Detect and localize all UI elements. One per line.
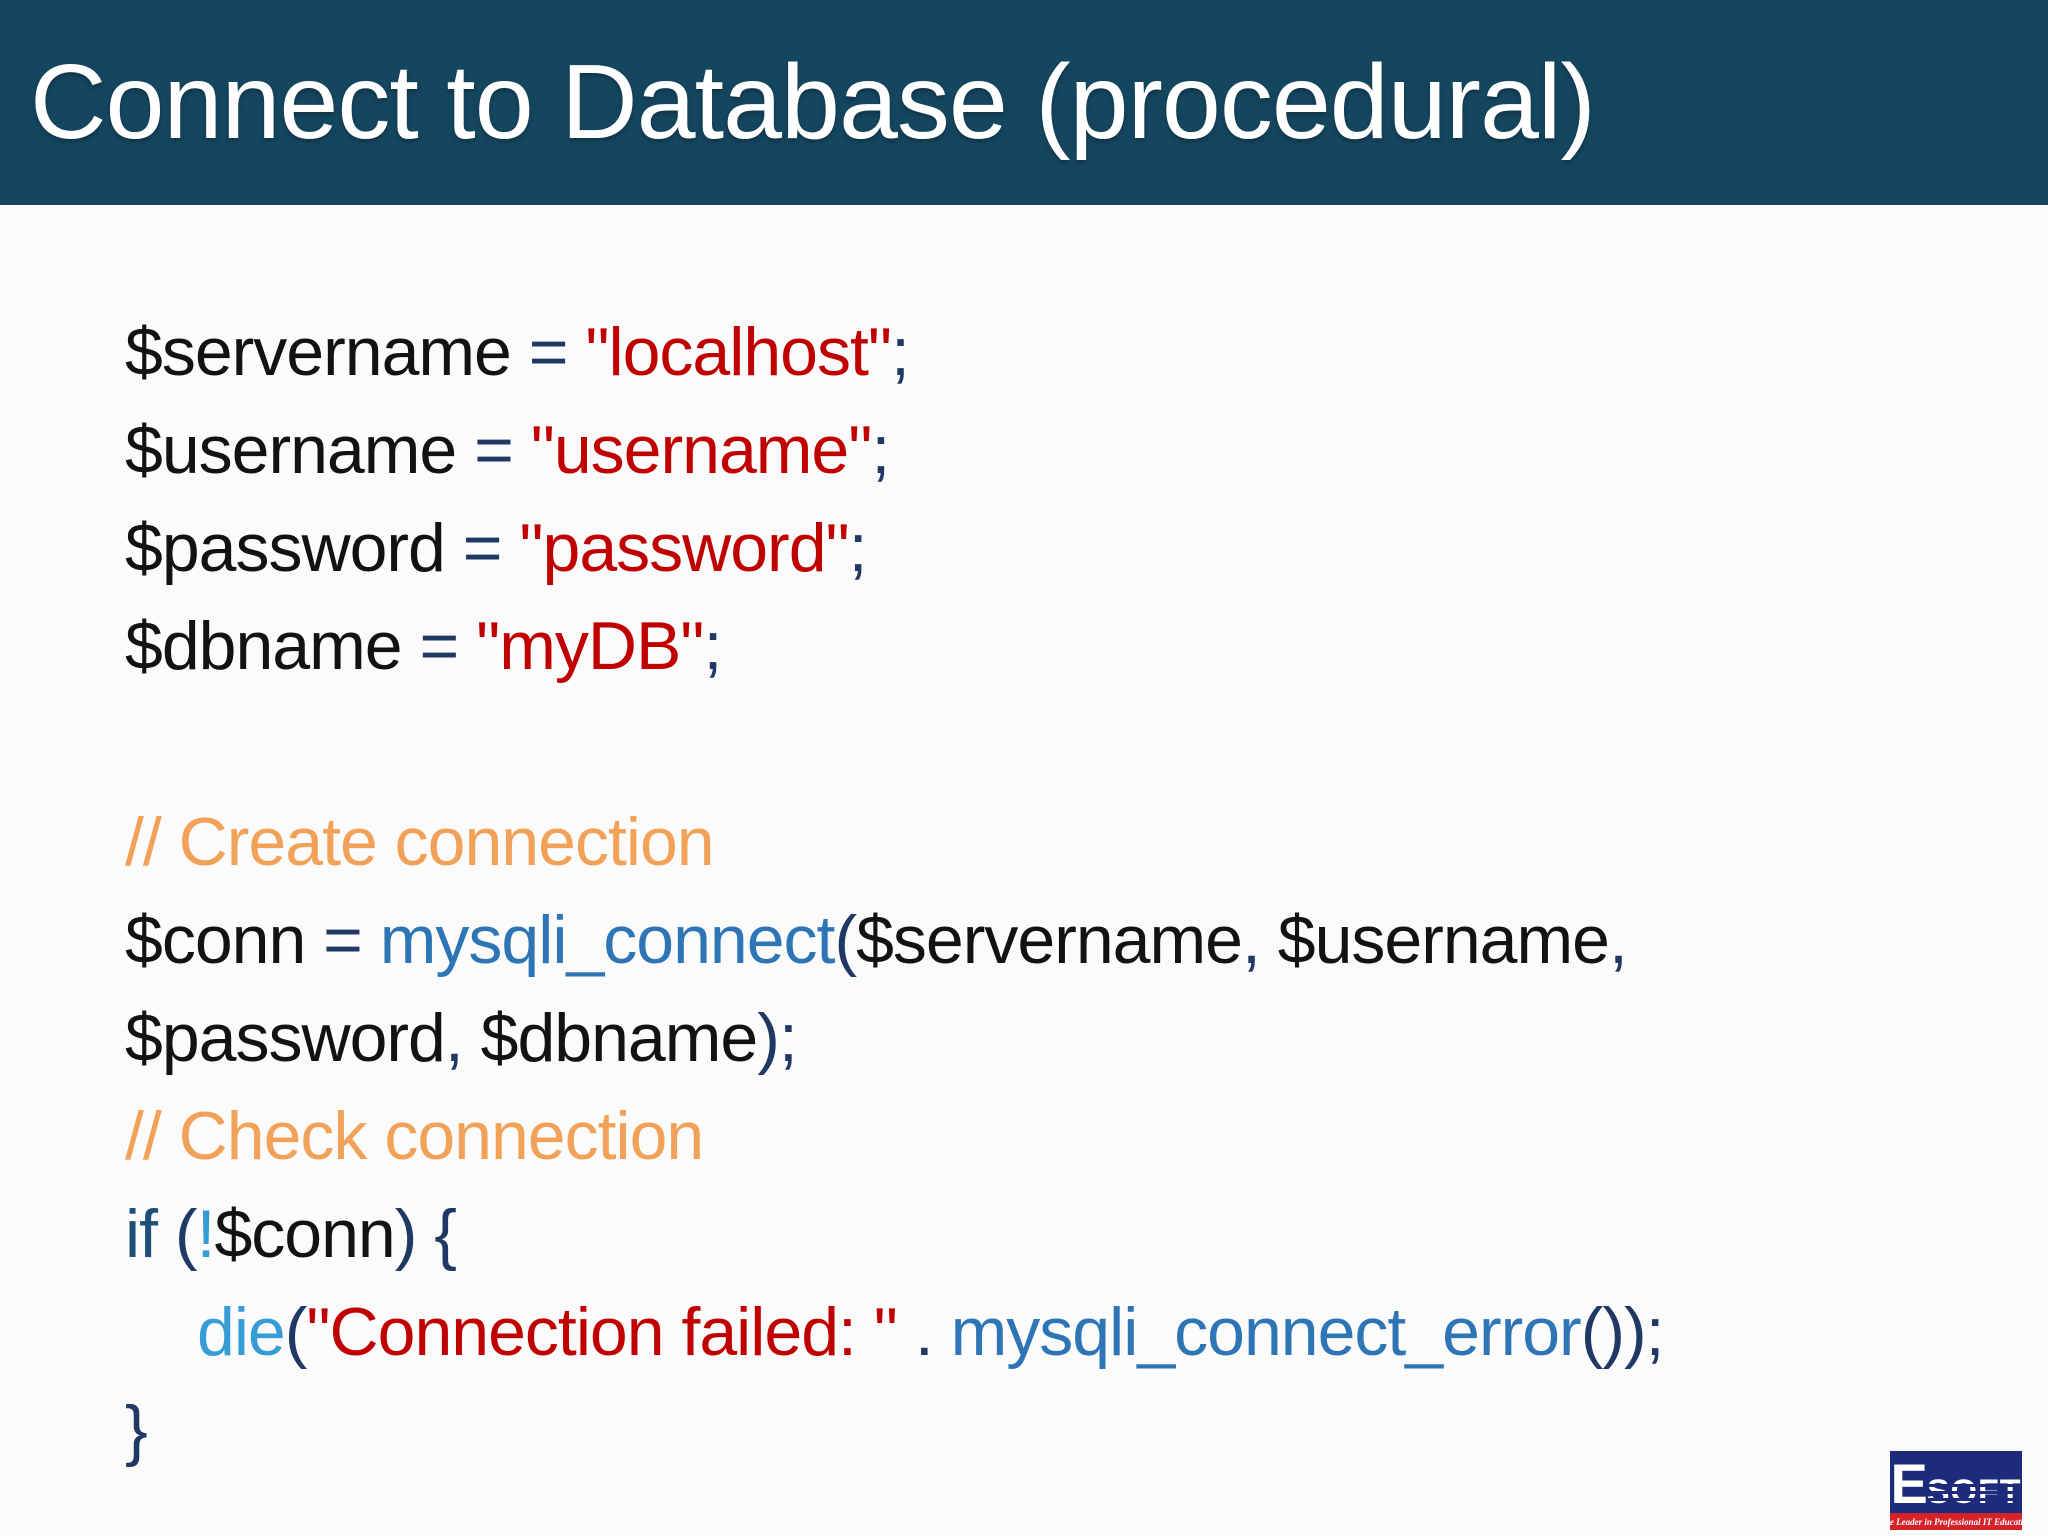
code-token-var: $conn [125,902,324,978]
code-token-kw2: die [197,1294,286,1370]
code-token-com: // Check connection [125,1098,704,1174]
code-line: // Create connection [125,793,1664,891]
code-token-op: ) { [394,1196,457,1272]
code-token-var: $password [125,1000,446,1076]
esoft-logo: E SOFT The Leader in Professional IT Edu… [1879,1451,2033,1530]
slide-title: Connect to Database (procedural) [30,43,1596,161]
code-token-op: , [1241,902,1278,978]
code-token-str: "username" [530,412,873,488]
code-token-op: = [419,608,477,684]
code-token-op: ; [848,510,868,586]
code-line: $conn = mysqli_connect($servername, $use… [125,891,1664,989]
code-token-str: "Connection failed: " [306,1294,898,1370]
code-token-op: = [462,510,520,586]
esoft-logo-strip: The Leader in Professional IT Education [1879,1513,2033,1530]
code-token-com: // Create connection [125,804,715,880]
code-token-op: = [474,412,531,488]
code-line: // Check connection [125,1087,1664,1185]
code-line: if (!$conn) { [125,1185,1664,1283]
code-token-op: = [528,314,586,390]
code-token-op: ( [284,1294,308,1370]
code-token-var: $dbname [125,608,420,684]
code-token-kw: if [125,1196,175,1272]
code-token-op: ; [871,412,890,488]
code-token-op: ); [757,1000,798,1076]
code-token-op: ( [834,902,857,978]
code-line: $username = "username"; [125,401,1664,499]
code-token-var: $servername [856,902,1243,978]
code-token-str: "localhost" [585,314,892,390]
code-token-kw2: ! [196,1196,216,1272]
esoft-logo-letters-soft: SOFT [1926,1475,2022,1509]
code-token-op: } [125,1392,148,1468]
code-token-var: $username [125,412,475,488]
code-token-var: $dbname [480,1000,759,1076]
code-line: } [125,1381,1664,1479]
code-token-str: "myDB" [476,608,704,684]
esoft-logo-soft-text: SOFT [1926,1472,2022,1511]
code-token-op: ( [174,1196,198,1272]
code-token-op: ()); [1580,1294,1665,1370]
code-token-op: = [323,902,380,978]
code-block: $servername = "localhost";$username = "u… [125,303,1665,1479]
code-line: $servername = "localhost"; [125,303,1664,401]
code-token-fn: mysqli_connect [379,902,836,978]
code-token-op: , [444,1000,481,1076]
code-token-var: $conn [214,1196,395,1272]
code-token-op: , [1608,902,1628,978]
slide-title-bar: Connect to Database (procedural) [0,0,2048,205]
code-line: die("Connection failed: " . mysqli_conne… [125,1283,1665,1381]
esoft-logo-box: E SOFT [1890,1451,2022,1513]
code-token-op: ; [891,314,910,390]
esoft-logo-tagline: The Leader in Professional IT Education [1879,1516,2033,1527]
code-token-var: $servername [125,314,529,390]
code-line: $password = "password"; [125,499,1664,597]
esoft-logo-letter-e: E [1890,1452,1927,1516]
code-token-str: "password" [519,510,849,586]
code-line: $password, $dbname); [125,989,1664,1087]
code-line [125,695,1664,793]
code-token-var: $username [1277,902,1610,978]
code-token-fn: mysqli_connect_error [950,1294,1582,1370]
code-token-op: . [896,1294,951,1370]
code-token-op: ; [703,608,722,684]
code-line: $dbname = "myDB"; [125,597,1664,695]
code-token-var: $password [125,510,463,586]
